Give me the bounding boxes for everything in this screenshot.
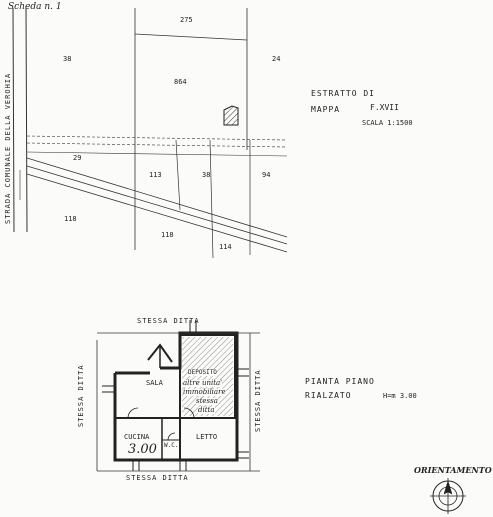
floor-height: H=m 3.00 [383, 392, 417, 400]
orientation-label: ORIENTAMENTO [414, 465, 492, 475]
map-extract-line1: ESTRATTO DI [311, 89, 375, 98]
cadastral-map-lines [12, 7, 288, 259]
parcel-38-top: 38 [63, 55, 72, 63]
parcel-94: 94 [262, 171, 271, 179]
parcel-24: 24 [272, 55, 281, 63]
neighbor-boundaries [96, 332, 260, 472]
map-extract-sheet: F.XVII [370, 103, 399, 112]
room-letto: LETTO [196, 433, 218, 441]
cucina-height: 3.00 [128, 442, 157, 457]
neighbor-left-label: STESSA DITTA [77, 364, 85, 427]
compass-rose [430, 478, 466, 514]
room-wc: W.C. [164, 442, 179, 449]
parcel-118-bottom: 118 [161, 231, 174, 239]
room-cucina: CUCINA [124, 433, 150, 441]
parcel-114: 114 [219, 243, 232, 251]
deposito-note-1: altre unita' [183, 379, 223, 387]
sheet-title: Scheda n. 1 [8, 2, 62, 12]
parcel-275: 275 [180, 16, 193, 24]
parcel-38-mid: 38 [202, 171, 211, 179]
map-extract-mappa: MAPPA [311, 105, 341, 114]
deposito-note-3: stessa [196, 397, 218, 405]
road-label: STRADA COMUNALE DELLA VEROHIA [4, 72, 12, 224]
floor-title: PIANTA PIANO [305, 377, 375, 386]
floor-subtitle: RIALZATO [305, 391, 352, 400]
parcel-113: 113 [149, 171, 162, 179]
map-scale: SCALA 1:1500 [362, 119, 413, 127]
parcel-118-left: 118 [64, 215, 77, 223]
deposito-note-2: immobiliare [183, 388, 226, 396]
room-sala: SALA [146, 379, 163, 387]
neighbor-right-label: STESSA DITTA [254, 369, 262, 432]
neighbor-top-label: STESSA DITTA [137, 317, 200, 325]
deposito-note-4: ditta [198, 406, 215, 414]
room-deposito: DEPOSITO [188, 369, 217, 376]
building-marker [223, 105, 239, 126]
neighbor-bottom-label: STESSA DITTA [126, 474, 189, 482]
parcel-864: 864 [174, 78, 187, 86]
parcel-29: 29 [73, 154, 82, 162]
